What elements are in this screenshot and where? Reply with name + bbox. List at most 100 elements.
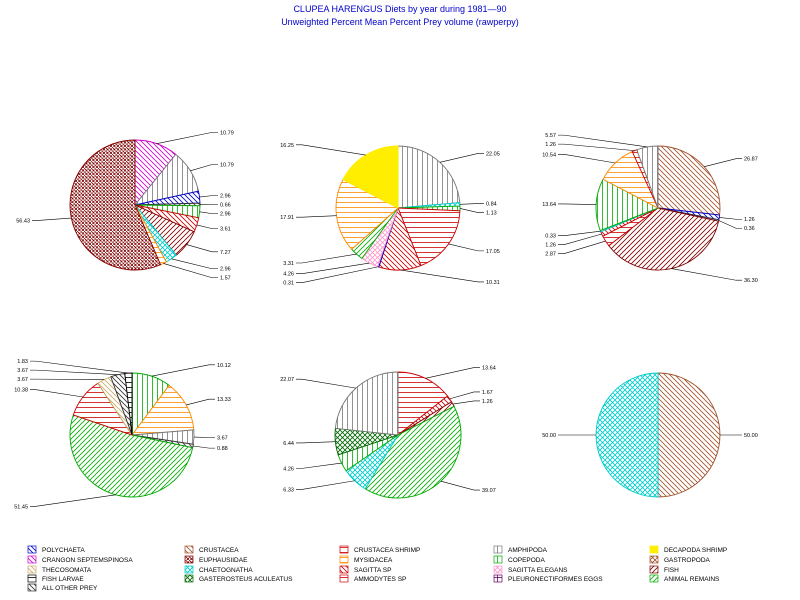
pie-5-leader-line <box>452 400 480 405</box>
pie-5-value-label: 6.33 <box>283 487 294 493</box>
pie-4-value-label: 13.33 <box>217 397 231 403</box>
pie-5-leader-line <box>296 378 356 389</box>
pie-2-value-label: 10.31 <box>486 280 500 286</box>
legend-item-crustacea: CRUSTACEA <box>184 545 239 554</box>
legend-label: POLYCHAETA <box>42 547 85 554</box>
pie-1-value-label: 56.43 <box>16 218 30 224</box>
pie-4-value-label: 0.88 <box>217 446 228 452</box>
legend-swatch <box>339 574 349 583</box>
pie-charts: 56.4310.7910.792.960.662.963.617.272.961… <box>14 130 758 510</box>
legend-item-crustacea-shrimp: CRUSTACEA SHRIMP <box>339 545 420 554</box>
pie-1-value-label: 0.66 <box>220 203 231 209</box>
pie-3-leader-line <box>671 268 742 281</box>
pie-4-value-label: 10.38 <box>14 388 28 394</box>
pie-5-value-label: 4.26 <box>283 466 294 472</box>
pie-5-leader-line <box>449 391 480 400</box>
legend-item-sagitta-sp: SAGITTA SP <box>339 565 391 574</box>
legend-item-amphipoda: AMPHIPODA <box>493 545 548 554</box>
pie-3-value-label: 1.26 <box>545 142 556 148</box>
legend-item-gastropoda: GASTROPODA <box>649 555 711 564</box>
pie-2-value-label: 0.84 <box>486 202 497 208</box>
pie-1-leader-line <box>186 244 218 253</box>
pie-4-leader-line <box>30 369 118 375</box>
pie-5-leader-line <box>296 480 355 490</box>
pie-3-leader-line <box>719 217 742 220</box>
legend-label: MYSIDACEA <box>354 557 393 564</box>
legend-item-fish-larvae: FISH LARVAE <box>27 574 84 583</box>
legend-swatch <box>184 565 194 574</box>
legend-item-all-other-prey: ALL OTHER PREY <box>27 583 98 592</box>
legend-label: CHAETOGNATHA <box>199 567 253 574</box>
pie-1-value-label: 1.57 <box>220 276 231 282</box>
legend-swatch <box>493 555 503 564</box>
pie-5-value-label: 1.67 <box>482 390 493 396</box>
legend-label: EUPHAUSIIDAE <box>199 557 248 564</box>
pie-4-leader-line <box>30 494 116 507</box>
pie-1-leader-line <box>199 195 218 198</box>
pie-2-leader-line <box>296 253 357 264</box>
pie-chart-2: 16.2517.913.314.260.3122.050.841.1317.05… <box>280 143 500 287</box>
pie-4-value-label: 3.67 <box>17 377 28 383</box>
pie-5-leader-line <box>425 367 480 379</box>
pie-4-value-label: 1.83 <box>17 359 28 365</box>
legend-item-euphausiidae: EUPHAUSIIDAE <box>184 555 248 564</box>
pie-2-leader-line <box>459 203 484 205</box>
pie-1-leader-line <box>156 132 218 144</box>
pie-4-leader-line <box>192 445 215 449</box>
pie-1-leader-line <box>199 211 218 214</box>
pie-4-leader-line <box>30 360 129 374</box>
pie-2-leader-line <box>296 144 366 156</box>
pie-1-value-label: 2.96 <box>220 212 231 218</box>
pie-3-value-label: 10.54 <box>542 152 556 158</box>
pie-3-leader-line <box>704 158 742 167</box>
pie-2-leader-line <box>399 269 484 283</box>
pie-2-leader-line <box>459 208 484 213</box>
pie-3-leader-line <box>558 230 601 236</box>
pie-1-leader-line <box>196 224 218 229</box>
pie-1-slice-euphausiidae <box>69 139 162 271</box>
legend-label: DECAPODA SHRIMP <box>664 547 727 554</box>
legend-label: AMMODYTES SP <box>354 576 406 583</box>
pie-1-leader-line <box>171 258 218 270</box>
pie-2-value-label: 0.31 <box>283 281 294 287</box>
pie-3-leader-line <box>558 134 648 148</box>
legend-swatch <box>493 574 503 583</box>
pie-chart-1: 56.4310.7910.792.960.662.963.617.272.961… <box>16 130 234 281</box>
pie-2-leader-line <box>439 153 484 163</box>
pie-3-value-label: 5.57 <box>545 133 556 139</box>
legend-swatch <box>27 565 37 574</box>
legend-item-thecosomata: THECOSOMATA <box>27 565 92 574</box>
pie-5-value-label: 39.07 <box>482 488 496 494</box>
pie-4-leader-line <box>30 389 84 398</box>
chart-titles: CLUPEA HARENGUS Diets by year during 198… <box>0 3 800 29</box>
pie-3-leader-line <box>558 203 597 205</box>
pie-2-slice-decapoda-shrimp <box>342 145 399 209</box>
pie-3-leader-line <box>558 240 606 254</box>
legend-item-animal-remains: ANIMAL REMAINS <box>649 574 720 583</box>
legend-item-polychaeta: POLYCHAETA <box>27 545 85 554</box>
pie-3-value-label: 1.26 <box>545 243 556 249</box>
legend-label: SAGITTA SP <box>354 567 391 574</box>
pie-3-value-label: 13.64 <box>542 202 556 208</box>
legend-swatch <box>493 565 503 574</box>
pie-4-value-label: 3.67 <box>17 368 28 374</box>
pie-5-leader-line <box>440 480 480 491</box>
pie-2-leader-line <box>296 262 370 274</box>
pie-4-leader-line <box>186 398 215 406</box>
legend-item-decapoda-shrimp: DECAPODA SHRIMP <box>649 545 727 554</box>
pie-3-leader-line <box>558 233 602 245</box>
legend-label: AMPHIPODA <box>508 547 548 554</box>
legend-swatch <box>649 565 659 574</box>
pie-3-value-label: 36.30 <box>744 278 758 284</box>
legend-label: GASTEROSTEUS ACULEATUS <box>199 576 293 583</box>
legend-swatch <box>27 545 37 554</box>
legend-swatch <box>649 555 659 564</box>
legend-label: CRUSTACEA <box>199 547 239 554</box>
pie-1-value-label: 2.96 <box>220 194 231 200</box>
legend-label: THECOSOMATA <box>42 567 92 574</box>
legend-label: FISH <box>664 567 679 574</box>
pie-4-slice-animal-remains <box>69 414 194 498</box>
legend-swatch <box>339 565 349 574</box>
legend-item-sagitta-elegans: SAGITTA ELEGANS <box>493 565 568 574</box>
